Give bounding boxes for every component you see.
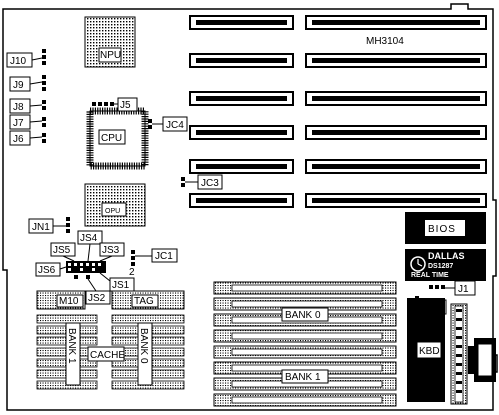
jumper-j10: J10 (6, 49, 46, 68)
isa-slot-long (305, 125, 487, 140)
dallas-line3: REAL TIME (411, 272, 449, 279)
dallas-line2: DS1287 (428, 263, 453, 270)
jn1-label: JN1 (32, 222, 50, 233)
simm-bank0-label: BANK 0 (285, 310, 321, 321)
j8-label: J8 (13, 102, 24, 113)
jumper-jc3: JC3 (181, 174, 223, 190)
simm-slot (213, 281, 397, 295)
opu-socket: OPU (84, 183, 146, 227)
jc3-label: JC3 (201, 178, 219, 189)
cache-memory-area: M10 TAG BANK 1 BANK 0 CACHE (36, 290, 185, 390)
js3-label: JS3 (102, 245, 120, 256)
isa-slot-long (305, 15, 487, 30)
jumper-jc4: JC4 (148, 116, 188, 132)
isa-slot-long (305, 159, 487, 174)
model-label: MH3104 (366, 36, 404, 47)
j7-label: J7 (13, 118, 24, 129)
isa-slot-short (189, 193, 294, 208)
npu-socket: NPU (84, 16, 136, 68)
js2-label: JS2 (88, 293, 106, 304)
j5-label: J5 (120, 100, 131, 111)
j6-label: J6 (13, 134, 24, 145)
simm-bank1-label: BANK 1 (285, 372, 321, 383)
js4-label: JS4 (80, 233, 98, 244)
jumper-j5: J5 (92, 97, 138, 112)
jc4-label: JC4 (166, 120, 184, 131)
jumper-j9: J9 (9, 75, 46, 92)
simm-slot (213, 345, 397, 359)
jumper-jc1: JC1 2 (129, 248, 178, 278)
cache-label: CACHE (90, 350, 125, 361)
jumper-j6: J6 (9, 130, 46, 146)
isa-slot-long (305, 53, 487, 68)
kbd-controller: J2 KBD (407, 296, 447, 402)
bios-chip: BIOS (405, 212, 486, 244)
js-jumper-cluster: JS4 JS5 JS3 JS6 JS1 JS2 (35, 230, 135, 305)
tag-label: TAG (134, 296, 154, 307)
simm-slot (213, 297, 397, 311)
kbd-label: KBD (419, 346, 440, 357)
dallas-line1: DALLAS (428, 251, 465, 261)
simm-slot (213, 329, 397, 343)
dallas-rtc-chip: DALLAS DS1287 REAL TIME (405, 249, 486, 281)
js5-label: JS5 (53, 245, 71, 256)
jumper-jn1: JN1 (28, 217, 70, 234)
m10-label: M10 (59, 296, 79, 307)
simm-slot (213, 393, 397, 407)
isa-slot-short (189, 125, 294, 140)
jumper-j7: J7 (9, 114, 46, 130)
isa-slot-short (189, 15, 294, 30)
cache-bank-left-label: BANK 1 (66, 328, 77, 364)
bios-label: BIOS (428, 224, 456, 235)
isa-slot-short (189, 91, 294, 106)
cpu-chip: CPU (86, 107, 149, 170)
j1-label: J1 (458, 284, 469, 295)
isa-slot-long (305, 91, 487, 106)
js1-label: JS1 (112, 280, 130, 291)
j10-label: J10 (10, 56, 27, 67)
jc1-pin-label: 2 (129, 267, 135, 278)
isa-slots (189, 15, 487, 208)
j9-label: J9 (13, 80, 24, 91)
jumper-j8: J8 (9, 98, 46, 114)
js6-label: JS6 (38, 265, 56, 276)
cpu-label: CPU (101, 133, 122, 144)
simm-slot (213, 377, 397, 391)
jumper-j1: J1 (429, 280, 476, 296)
isa-slot-short (189, 159, 294, 174)
keyboard-din-connector (468, 338, 496, 382)
jc1-label: JC1 (155, 251, 173, 262)
isa-slot-long (305, 193, 487, 208)
npu-label: NPU (100, 50, 121, 61)
power-connector (450, 303, 468, 405)
clock-icon (410, 256, 426, 272)
isa-slot-short (189, 53, 294, 68)
cache-bank-right-label: BANK 0 (138, 328, 149, 364)
opu-label: OPU (105, 208, 120, 215)
